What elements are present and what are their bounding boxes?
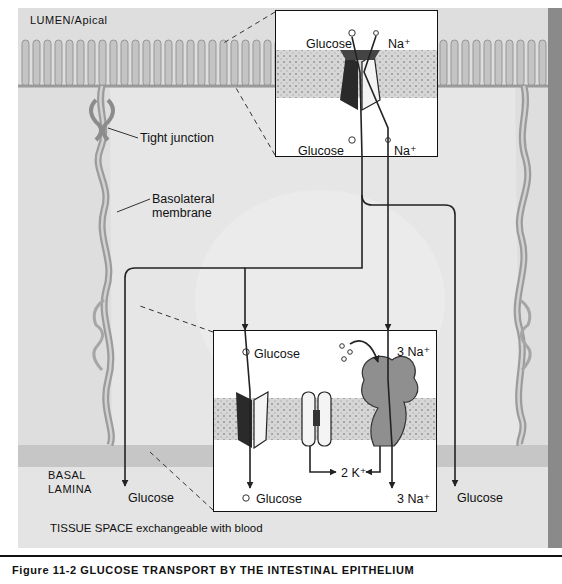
microvillus <box>220 40 227 86</box>
transport-paths-part <box>366 446 380 472</box>
inset-dashed-leaders-part <box>140 306 213 332</box>
inset-box: GlucoseNa⁺GlucoseNa⁺ <box>275 10 438 157</box>
top-inset-panel-part <box>340 54 358 110</box>
inset-dashed-leaders <box>140 12 275 510</box>
microvillus <box>110 40 117 86</box>
inset-dashed-leaders-part <box>236 88 275 155</box>
molecule-label: Glucose <box>457 491 527 505</box>
microvillus <box>66 40 73 86</box>
microvillus <box>440 40 447 86</box>
transport-paths-part <box>388 330 392 488</box>
transport-paths-part <box>125 268 245 486</box>
cell-membranes-part <box>94 300 104 370</box>
microvillus <box>187 40 194 86</box>
figure-caption: Figure 11-2 GLUCOSE TRANSPORT BY THE INT… <box>12 563 557 577</box>
transport-paths-part <box>245 330 250 488</box>
microvillus <box>33 40 40 86</box>
callout-label: Tight junction <box>140 131 220 145</box>
bottom-inset-panel <box>213 330 437 512</box>
cell-membranes-part <box>103 100 113 140</box>
microvillus <box>176 40 183 86</box>
callout-leaders-part <box>108 128 138 138</box>
transport-paths-part <box>310 446 336 472</box>
microvillus <box>473 40 480 86</box>
bottom-inset-panel-part <box>254 392 268 448</box>
bottom-inset-panel-part <box>213 330 437 512</box>
region-label: LUMEN/Apical <box>30 13 150 27</box>
transport-paths-part <box>352 37 362 157</box>
transport-paths-part <box>362 195 455 486</box>
cell-membranes-part <box>91 100 101 140</box>
inset-dashed-leaders-part <box>222 12 275 44</box>
cell-membranes-part <box>520 300 530 370</box>
callout-leaders-part <box>117 199 150 212</box>
cell-membranes-part <box>517 86 528 445</box>
tissue-background <box>18 8 562 548</box>
microvillus <box>143 40 150 86</box>
tissue-background-part <box>548 8 562 548</box>
molecule-label: Glucose <box>256 492 302 506</box>
top-inset-panel-part <box>349 30 355 36</box>
microvillus <box>55 40 62 86</box>
molecule-label: Na⁺ <box>388 37 411 51</box>
molecule-label: Glucose <box>306 37 352 51</box>
edge-connectors <box>245 157 388 330</box>
microvillus <box>462 40 469 86</box>
transport-paths <box>125 36 455 488</box>
top-inset-panel-part <box>349 137 355 143</box>
cell-membranes-part <box>517 86 528 445</box>
transport-paths-part <box>364 36 388 157</box>
microvillus <box>253 40 260 86</box>
microvillus <box>165 40 172 86</box>
region-label: BASAL LAMINA <box>48 468 118 496</box>
region-label: TISSUE SPACE exchangeable with blood <box>50 521 380 535</box>
microvillus <box>198 40 205 86</box>
transport-paths-part <box>350 341 378 362</box>
microvillus <box>44 40 51 86</box>
molecule-label: 2 K⁺ <box>341 466 366 480</box>
transport-connector <box>387 157 389 330</box>
bottom-inset-panel-part <box>342 357 347 362</box>
top-inset-panel-part <box>340 50 380 60</box>
cell-membranes-part <box>98 86 111 445</box>
tissue-background-part <box>18 8 548 548</box>
molecule-label: Glucose <box>298 144 344 158</box>
bottom-inset-panel-part <box>243 495 249 501</box>
microvillus <box>154 40 161 86</box>
microvillus <box>528 40 535 86</box>
top-inset-panel <box>275 10 438 157</box>
microvillus <box>209 40 216 86</box>
bottom-inset-panel-part <box>313 410 320 426</box>
bottom-inset-panel-part <box>340 344 345 349</box>
microvillus <box>264 40 271 86</box>
microvillus <box>99 40 106 86</box>
microvillus <box>495 40 502 86</box>
microvillus <box>22 40 29 86</box>
molecule-label: Glucose <box>254 347 300 361</box>
microvillus <box>132 40 139 86</box>
molecule-label: Na⁺ <box>394 144 417 158</box>
microvillus <box>231 40 238 86</box>
bottom-inset-panel-part <box>348 350 353 355</box>
microvillus <box>484 40 491 86</box>
molecule-label: 3 Na⁺ <box>397 492 430 506</box>
microvillus <box>242 40 249 86</box>
microvillus <box>517 40 524 86</box>
callout-label: Basolateral membrane <box>152 192 242 220</box>
microvillus <box>506 40 513 86</box>
molecule-label: 3 Na⁺ <box>397 345 430 359</box>
microvillus <box>539 40 546 86</box>
microvillus <box>88 40 95 86</box>
molecule-label: Glucose <box>128 491 198 505</box>
caption-rule-part <box>0 555 562 557</box>
cell-membranes-part <box>98 86 111 445</box>
microvillus <box>77 40 84 86</box>
top-inset-panel-part <box>374 31 379 36</box>
microvillus <box>121 40 128 86</box>
caption-rule <box>0 556 562 557</box>
microvillus <box>451 40 458 86</box>
transport-connector <box>245 157 362 330</box>
top-inset-panel-part <box>275 10 438 157</box>
